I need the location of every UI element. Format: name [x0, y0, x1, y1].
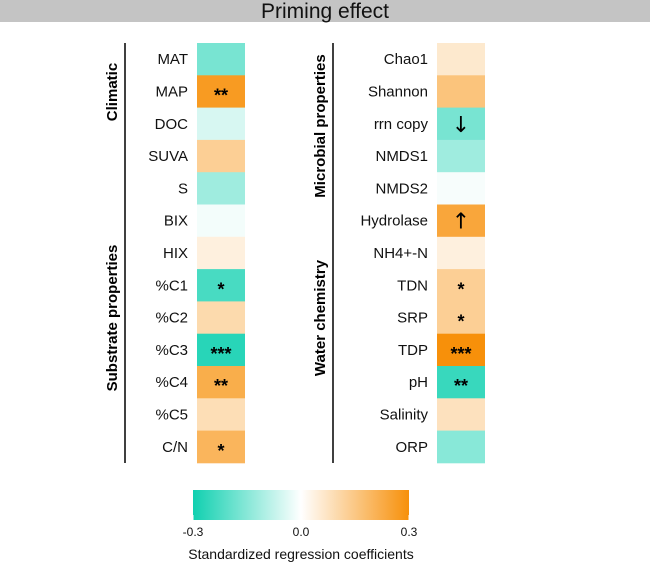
group-label-microbial-properties: Microbial properties [312, 54, 329, 197]
colorbar-tick-label: 0.0 [293, 525, 310, 539]
row-label-shannon: Shannon [368, 83, 428, 100]
heatmap-cell-c2 [197, 301, 245, 335]
row-label-chao1: Chao1 [384, 51, 428, 68]
colorbar-tick-label: -0.3 [183, 525, 204, 539]
row-label-rrn-copy: rrn copy [374, 116, 429, 133]
row-label-doc: DOC [155, 116, 189, 133]
row-label-map: MAP [155, 83, 188, 100]
heatmap-cell-tdn [437, 269, 485, 302]
heatmap-cell-bix [197, 204, 245, 238]
row-label-srp: SRP [397, 310, 428, 327]
heatmap-cell-map [197, 75, 245, 108]
group-label-water-chemistry: Water chemistry [312, 259, 329, 376]
colorbar-tick-label: 0.3 [401, 525, 418, 539]
heatmap-cell-salinity [437, 398, 485, 431]
row-label-orp: ORP [395, 439, 428, 456]
heatmap-cell-chao1 [437, 43, 485, 76]
title-bar [0, 0, 650, 22]
row-label-c5: %C5 [155, 406, 188, 423]
significance-mark-c1: * [217, 279, 224, 299]
heatmap-cell-suva [197, 139, 245, 173]
heatmap-cell-rrn-copy [437, 107, 485, 141]
heatmap-cell-c-n [197, 430, 245, 464]
row-label-bix: BIX [164, 213, 188, 230]
heatmap-cell-nmds2 [437, 172, 485, 205]
heatmap-cell-c4 [197, 366, 245, 399]
row-label-hix: HIX [163, 245, 188, 262]
significance-mark-c3: *** [210, 344, 231, 364]
heatmap-cell-srp [437, 301, 485, 335]
heatmap-cell-mat [197, 43, 245, 76]
row-label-c1: %C1 [155, 277, 188, 294]
heatmap-cell-c3 [197, 333, 245, 367]
heatmap-cell-orp [437, 430, 485, 464]
row-label-c3: %C3 [155, 342, 188, 359]
heatmap-cell-c1 [197, 269, 245, 302]
significance-mark-tdn: * [457, 279, 464, 299]
row-label-tdn: TDN [397, 277, 428, 294]
heatmap-cell-ph [437, 366, 485, 399]
row-label-nmds1: NMDS1 [375, 148, 428, 165]
row-label-s: S [178, 180, 188, 197]
heatmap-cell-nmds1 [437, 139, 485, 173]
row-label-hydrolase: Hydrolase [360, 213, 428, 230]
significance-mark-c-n: * [217, 441, 224, 461]
row-label-ph: pH [409, 374, 428, 391]
group-label-climatic: Climatic [104, 63, 121, 121]
heatmap-cell-hix [197, 236, 245, 270]
significance-mark-ph: ** [454, 376, 468, 396]
heatmap-cell-c5 [197, 398, 245, 431]
row-label-tdp: TDP [398, 342, 428, 359]
row-label-nh4-n: NH4+-N [373, 245, 428, 262]
colorbar-title: Standardized regression coefficients [188, 546, 413, 562]
row-label-c2: %C2 [155, 310, 188, 327]
group-label-substrate-properties: Substrate properties [104, 245, 121, 392]
significance-mark-c4: ** [214, 376, 228, 396]
chart-title: Priming effect [261, 0, 389, 23]
heatmap-cell-tdp [437, 333, 485, 367]
row-label-nmds2: NMDS2 [375, 180, 428, 197]
heatmap-cell-shannon [437, 75, 485, 108]
row-label-mat: MAT [157, 51, 188, 68]
heatmap-cell-s [197, 172, 245, 205]
significance-mark-map: ** [214, 85, 228, 105]
heatmap-cell-doc [197, 107, 245, 141]
heatmap-cell-nh4-n [437, 236, 485, 270]
trend-arrow-rrn-copy: ↓ [452, 113, 470, 138]
trend-arrow-hydrolase: ↑ [452, 210, 470, 235]
significance-mark-tdp: *** [450, 344, 471, 364]
significance-mark-srp: * [457, 312, 464, 332]
row-label-c-n: C/N [162, 439, 188, 456]
row-label-c4: %C4 [155, 374, 188, 391]
row-label-suva: SUVA [148, 148, 188, 165]
heatmap-cell-hydrolase [437, 204, 485, 238]
row-label-salinity: Salinity [380, 406, 429, 423]
